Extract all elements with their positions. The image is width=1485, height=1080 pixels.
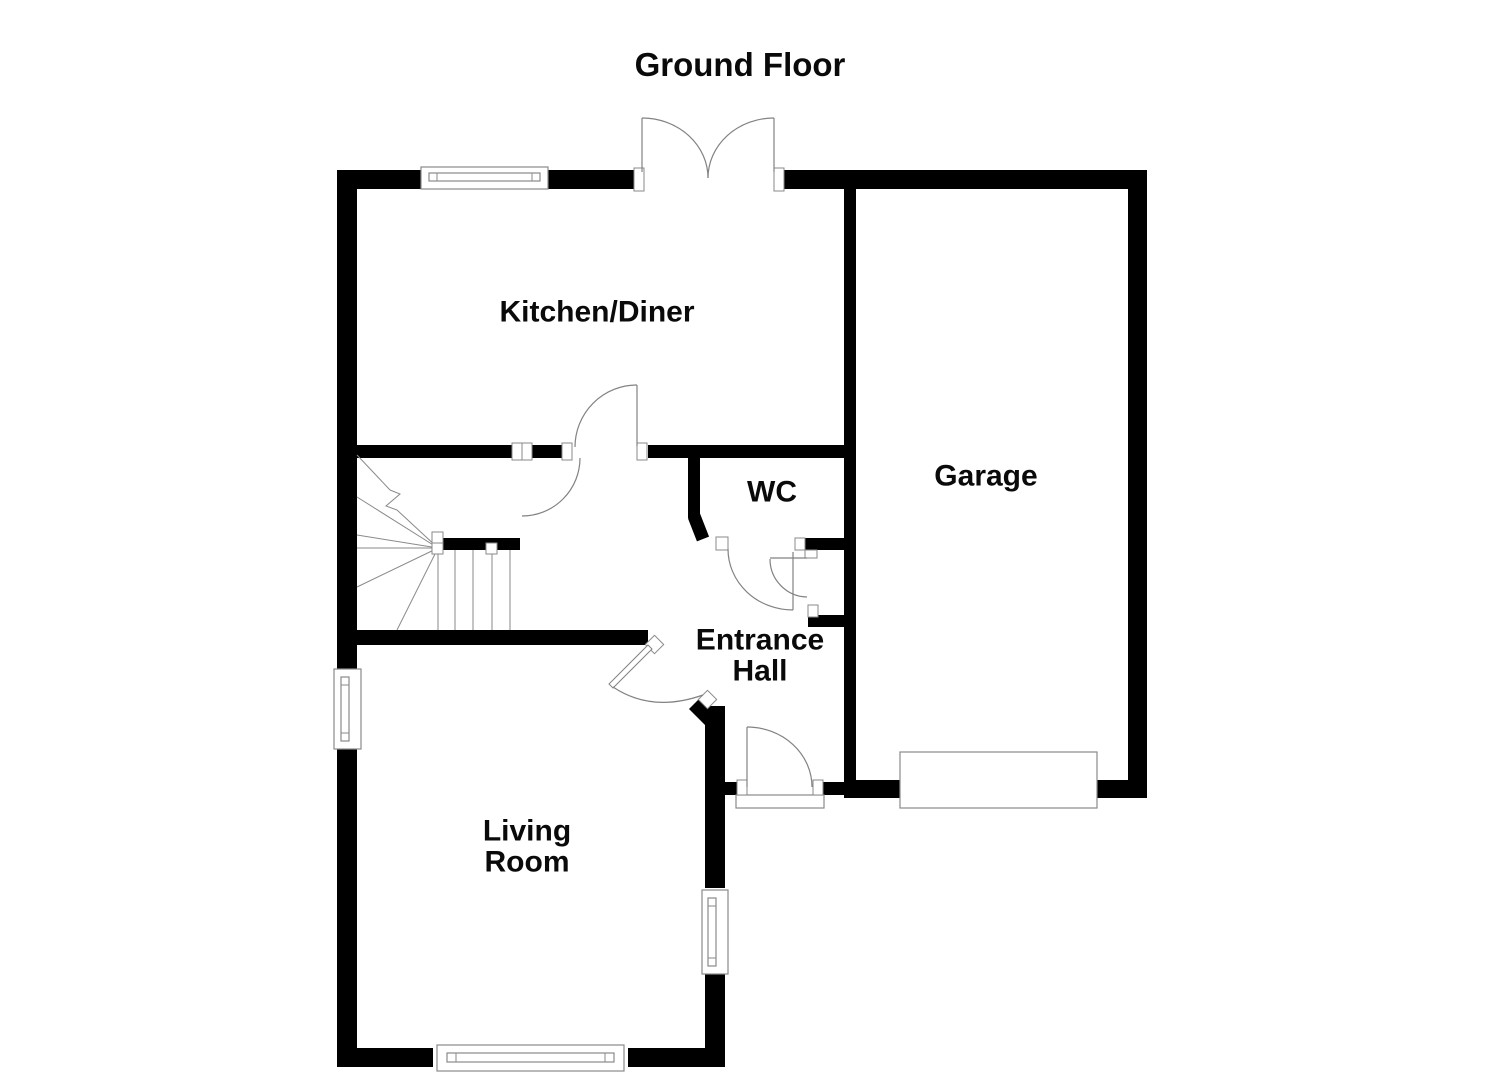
room-label-living-room: Living Room (482, 814, 572, 878)
wc-door (727, 548, 794, 611)
room-label-garage: Garage (934, 459, 1038, 493)
cupboard-door (769, 557, 808, 598)
outer-walls (337, 170, 1147, 1067)
living-room-door (608, 644, 704, 703)
window-living-left (333, 668, 362, 750)
stair-post (431, 542, 444, 555)
room-label-wc: WC (747, 475, 797, 509)
staircase (356, 454, 511, 631)
front-door-threshold (735, 794, 825, 809)
room-label-kitchen-diner: Kitchen/Diner (499, 295, 695, 329)
stair-post (431, 531, 444, 544)
window-living-bottom (436, 1044, 625, 1072)
window-living-right (701, 889, 729, 975)
hall-door (521, 457, 581, 517)
front-double-door (641, 117, 775, 179)
room-label-entrance-hall: Entrance Hall (695, 623, 825, 687)
window-kitchen (420, 166, 549, 190)
stair-post (485, 542, 498, 555)
door-frames (511, 167, 824, 796)
interior-walls (357, 189, 856, 782)
front-door (746, 726, 813, 788)
kitchen-door (574, 384, 638, 448)
page-title: Ground Floor (634, 46, 846, 84)
garage-door (899, 751, 1098, 809)
